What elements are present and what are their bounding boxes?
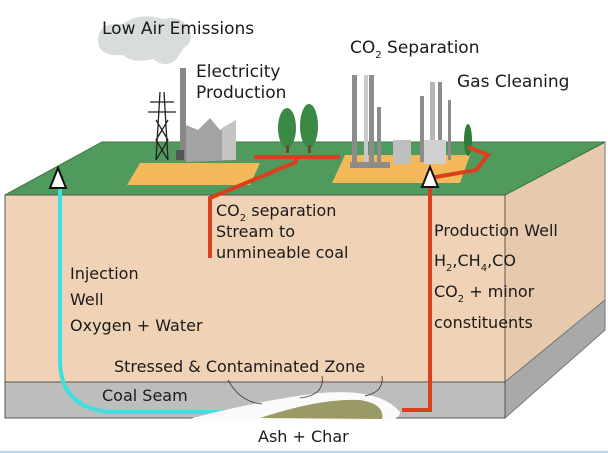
electricity-label-1: Electricity — [196, 62, 280, 82]
co2-separation-label: CO2 Separation — [350, 38, 479, 61]
low-air-emissions-label: Low Air Emissions — [102, 19, 254, 39]
ground-surface — [4, 141, 606, 196]
power-plant-pad — [127, 163, 260, 185]
co2-minor-label: CO2 + minor — [434, 282, 535, 305]
co2-separation-towers — [350, 75, 411, 168]
stack-base — [176, 150, 184, 160]
gases-label: H2,CH4,CO — [434, 251, 516, 274]
injection-label-3: Oxygen + Water — [70, 316, 203, 335]
electricity-stack — [180, 68, 186, 160]
co2-stream-label-1: CO2 separation — [216, 201, 336, 224]
electricity-label-2: Production — [196, 83, 286, 103]
constituents-label: constituents — [434, 313, 533, 332]
co2-stream-label-2: Stream to — [216, 222, 295, 241]
ash-char-zone — [260, 399, 383, 419]
production-pipe — [208, 145, 492, 412]
gas-cleaning-towers — [420, 82, 451, 164]
production-well-label: Production Well — [434, 221, 558, 240]
production-well-arrow-icon — [420, 164, 440, 188]
injection-label-2: Well — [70, 290, 104, 309]
trees-icon — [278, 104, 472, 156]
earth-layer — [4, 194, 506, 383]
building-side — [222, 120, 236, 160]
coal-seam-label: Coal Seam — [102, 386, 188, 405]
cloud-shape — [98, 16, 192, 65]
zone-leader-lines — [227, 375, 383, 405]
ash-char-label: Ash + Char — [258, 427, 349, 446]
co2-stream-label-3: unmineable coal — [216, 243, 348, 262]
stressed-zone-label: Stressed & Contaminated Zone — [114, 357, 365, 376]
injection-pipe — [58, 185, 240, 414]
injection-label-1: Injection — [70, 264, 139, 283]
gas-cleaning-label: Gas Cleaning — [457, 72, 569, 92]
injection-well-arrow-icon — [48, 165, 68, 189]
power-pylon-icon — [148, 91, 176, 161]
